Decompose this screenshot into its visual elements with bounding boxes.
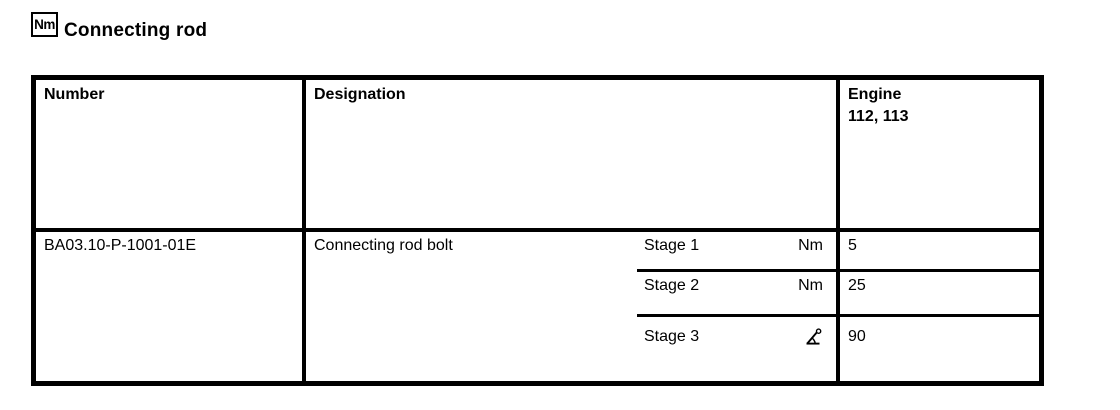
page-title: Connecting rod <box>64 20 208 41</box>
table-row: BA03.10-P-1001-01E Connecting rod bolt S… <box>36 232 1039 381</box>
nm-torque-icon-label: Nm <box>34 17 55 32</box>
engine-value-stage-2: 25 <box>840 272 1039 317</box>
cell-designation: Connecting rod bolt Stage 1 Nm Stage 2 N… <box>306 232 840 381</box>
angle-degree-icon <box>805 328 823 352</box>
stage-3-label: Stage 3 <box>644 328 700 345</box>
stage-row-1: Stage 1 Nm <box>637 232 836 272</box>
cell-number: BA03.10-P-1001-01E <box>36 232 306 381</box>
torque-spec-table: Number Designation Engine 112, 113 BA03.… <box>31 75 1044 386</box>
table-header-row: Number Designation Engine 112, 113 <box>36 80 1039 232</box>
header-designation-label: Designation <box>314 86 406 103</box>
stage-1-unit: Nm <box>798 237 823 254</box>
header-engine-label: Engine 112, 113 <box>848 86 909 125</box>
engine-value-stage-3: 90 <box>848 328 866 345</box>
stage-1-label: Stage 1 <box>644 237 700 254</box>
cell-engine-values: 5 25 90 <box>840 232 1039 381</box>
stage-2-label: Stage 2 <box>644 277 700 294</box>
engine-value-rows: 5 25 90 <box>840 232 1039 381</box>
engine-value-stage-1: 5 <box>840 232 1039 272</box>
header-cell-designation: Designation <box>306 80 840 228</box>
nm-torque-icon: Nm <box>31 12 58 37</box>
stage-row-3: Stage 3 <box>637 317 836 381</box>
stage-2-unit: Nm <box>798 277 823 294</box>
document-number: BA03.10-P-1001-01E <box>44 237 197 254</box>
header-number-label: Number <box>44 86 105 103</box>
designation-text: Connecting rod bolt <box>314 237 453 254</box>
stage-row-2: Stage 2 Nm <box>637 272 836 317</box>
page-title-row: Nm Connecting rod <box>31 12 207 42</box>
header-cell-number: Number <box>36 80 306 228</box>
header-cell-engine: Engine 112, 113 <box>840 80 1039 228</box>
stage-subtable: Stage 1 Nm Stage 2 Nm Stage 3 <box>637 232 836 381</box>
